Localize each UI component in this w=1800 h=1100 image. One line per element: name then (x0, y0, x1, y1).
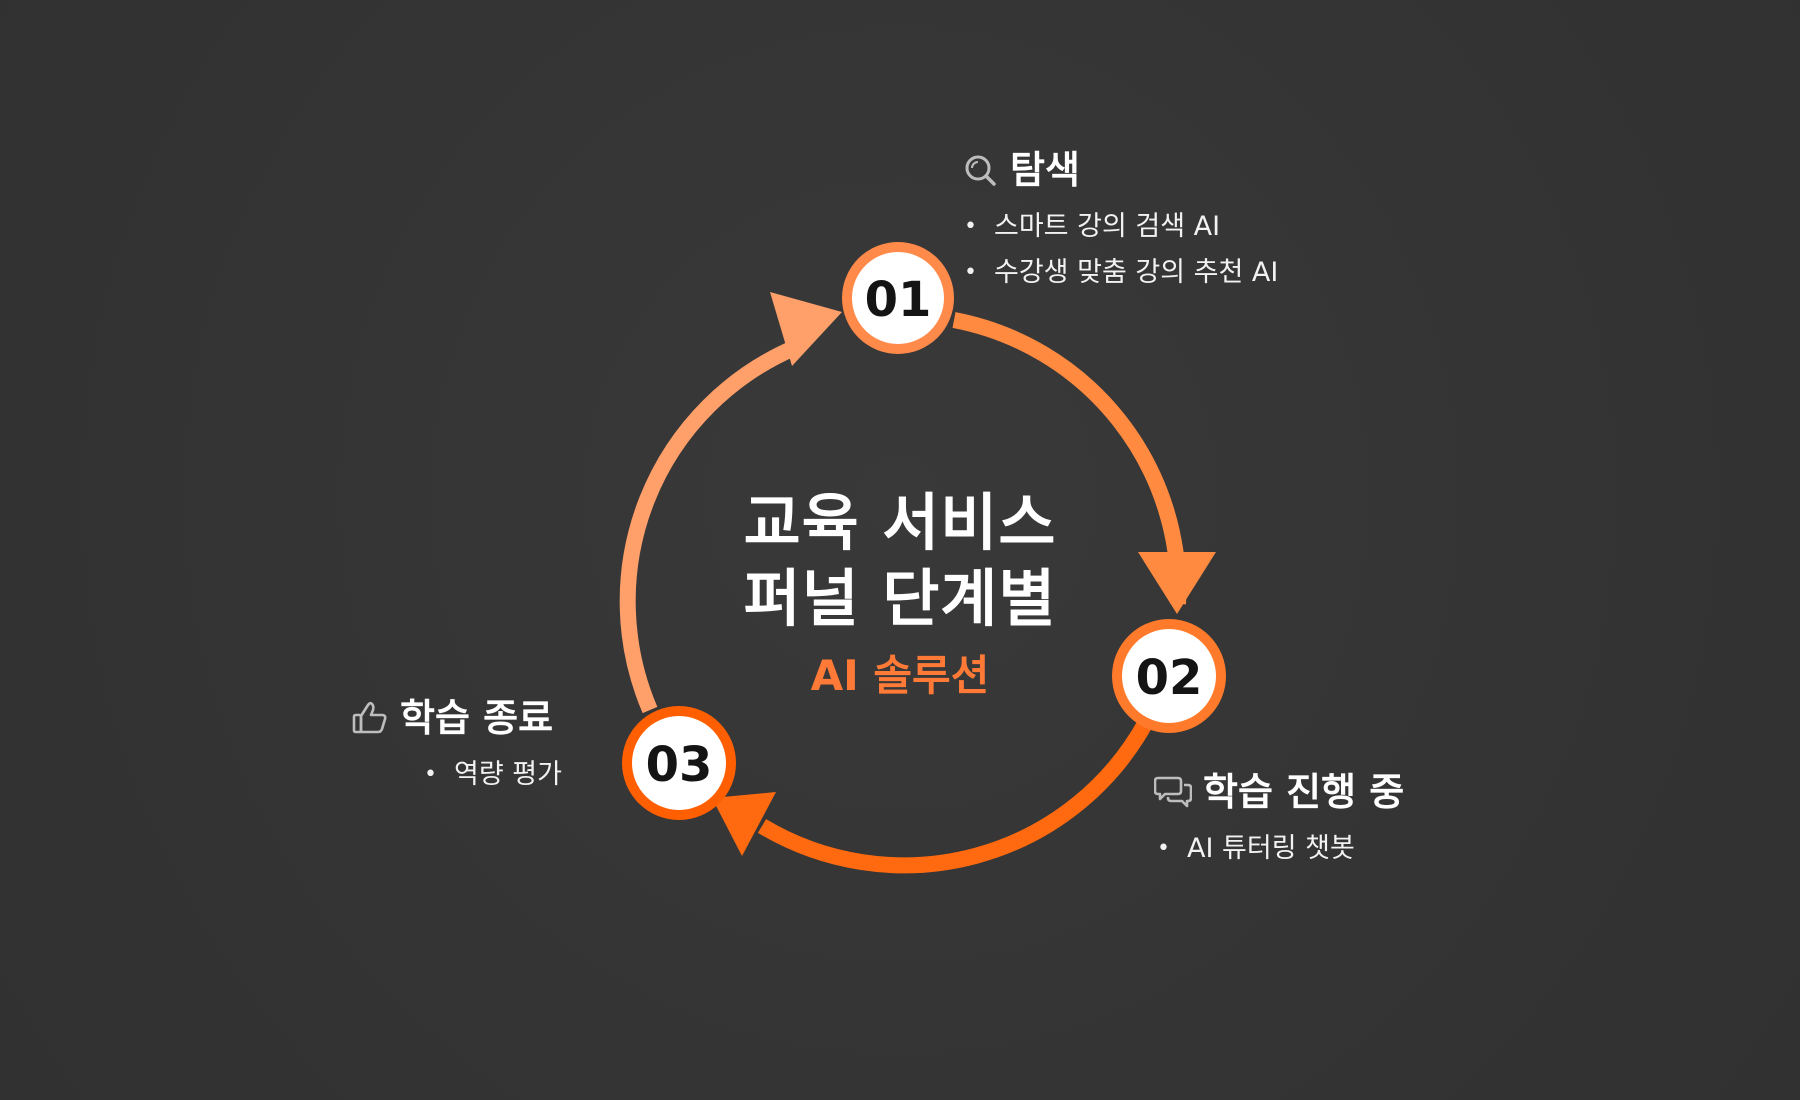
stage-node-02: 02 (1112, 619, 1226, 733)
search-icon (960, 150, 1000, 190)
stage-02-title: 학습 진행 중 (1203, 770, 1405, 814)
cycle-arrow-03-01 (619, 340, 798, 714)
stage-01-list: 스마트 강의 검색 AI 수강생 맞춤 강의 추천 AI (960, 204, 1278, 296)
stage-01-item-1: 스마트 강의 검색 AI (960, 204, 1278, 250)
stage-01-item-2: 수강생 맞춤 강의 추천 AI (960, 250, 1278, 296)
stage-02-item-1: AI 튜터링 챗봇 (1153, 826, 1404, 872)
stage-01-title: 탐색 (1010, 148, 1080, 192)
stage-node-01: 01 (842, 242, 954, 354)
center-title-block: 교육 서비스 퍼널 단계별 AI 솔루션 (700, 485, 1100, 701)
stage-02-block: 학습 진행 중 AI 튜터링 챗봇 (1153, 768, 1404, 872)
cycle-arrow-01-02 (952, 312, 1187, 605)
stage-02-list: AI 튜터링 챗봇 (1153, 826, 1404, 872)
thumbs-up-icon (350, 698, 390, 738)
cycle-arrow-02-03 (757, 718, 1154, 874)
center-title-line-1: 교육 서비스 (743, 486, 1057, 559)
stage-node-03: 03 (622, 706, 736, 820)
stage-number-03: 03 (646, 737, 713, 793)
stage-03-title: 학습 종료 (400, 696, 554, 740)
stage-03-item-1: 역량 평가 (420, 752, 562, 798)
stage-03-block: 학습 종료 역량 평가 (350, 694, 562, 798)
arrowhead-01-02 (1138, 552, 1216, 614)
chat-bubbles-icon (1153, 772, 1193, 812)
stage-number-01: 01 (865, 272, 932, 328)
stage-02-heading: 학습 진행 중 (1153, 768, 1404, 816)
stage-01-block: 탐색 스마트 강의 검색 AI 수강생 맞춤 강의 추천 AI (960, 146, 1278, 296)
arrowhead-02-03 (712, 792, 776, 856)
stage-01-heading: 탐색 (960, 146, 1278, 194)
stage-03-heading: 학습 종료 (350, 694, 562, 742)
stage-number-02: 02 (1136, 650, 1203, 706)
center-title-line-2: 퍼널 단계별 (743, 562, 1057, 635)
stage-03-list: 역량 평가 (420, 752, 562, 798)
center-subtitle: AI 솔루션 (810, 651, 990, 700)
arrowhead-03-01 (770, 292, 842, 366)
